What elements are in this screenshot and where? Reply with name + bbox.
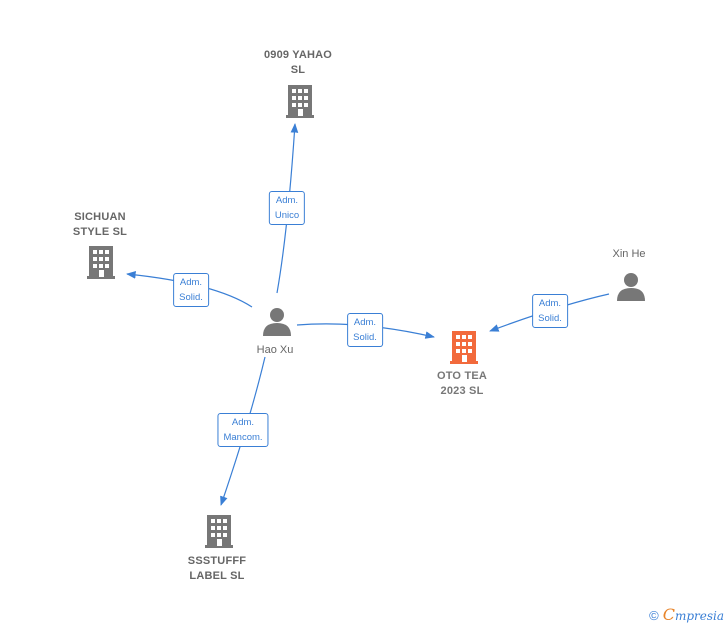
edge-role-box-haoxu-ssstufff: Adm. Mancom. xyxy=(217,413,269,447)
company-label-ssstufff-label[interactable]: SSSTUFFF LABEL SL xyxy=(188,554,246,584)
company-name-line2: LABEL SL xyxy=(189,570,245,582)
edge-role-line2: Mancom. xyxy=(223,432,263,443)
edge-role-box-haoxu-oto: Adm. Solid. xyxy=(347,313,383,347)
person-icon[interactable] xyxy=(617,273,645,301)
edge-role-line2: Unico xyxy=(274,210,300,221)
person-icon[interactable] xyxy=(263,308,291,336)
empresia-footer[interactable]: ©Cmpresia xyxy=(649,605,724,624)
edge-role-line1: Adm. xyxy=(231,417,255,428)
edge-role-line1: Adm. xyxy=(538,298,562,309)
company-label-sichuan-style[interactable]: SICHUAN STYLE SL xyxy=(73,210,127,240)
edge-role-line1: Adm. xyxy=(353,317,377,328)
empresia-logo-initial: C xyxy=(662,605,675,624)
edge-role-line1: Adm. xyxy=(275,195,299,206)
company-label-oto-tea[interactable]: OTO TEA 2023 SL xyxy=(437,369,487,399)
company-name-line2: SL xyxy=(290,64,306,76)
edge-role-box-xinhe-oto: Adm. Solid. xyxy=(532,294,568,328)
company-name-line1: 0909 YAHAO xyxy=(263,49,333,61)
company-name-line2: 2023 SL xyxy=(440,385,484,397)
building-icon[interactable] xyxy=(87,246,115,279)
company-name-line1: SICHUAN xyxy=(74,211,126,223)
company-label-0909-yahao[interactable]: 0909 YAHAO SL xyxy=(264,48,332,78)
company-name-line1: OTO TEA xyxy=(436,370,488,382)
edge-role-line2: Solid. xyxy=(538,313,562,324)
company-name-line2: STYLE SL xyxy=(72,226,128,238)
edge-role-box-haoxu-yahao: Adm. Unico xyxy=(268,191,306,225)
person-label-xin-he[interactable]: Xin He xyxy=(612,248,646,260)
company-name-line1: SSSTUFFF xyxy=(187,555,247,567)
building-icon[interactable] xyxy=(450,331,478,364)
edge-role-line2: Solid. xyxy=(179,292,203,303)
empresia-logo-text: mpresia xyxy=(674,609,724,623)
building-icon[interactable] xyxy=(286,85,314,118)
copyright-icon: © xyxy=(649,608,659,623)
building-icon[interactable] xyxy=(205,515,233,548)
edge-role-line1: Adm. xyxy=(179,277,203,288)
edge-role-line2: Solid. xyxy=(353,332,377,343)
edge-role-box-haoxu-sichuan: Adm. Solid. xyxy=(173,273,209,307)
person-label-hao-xu[interactable]: Hao Xu xyxy=(256,344,294,356)
